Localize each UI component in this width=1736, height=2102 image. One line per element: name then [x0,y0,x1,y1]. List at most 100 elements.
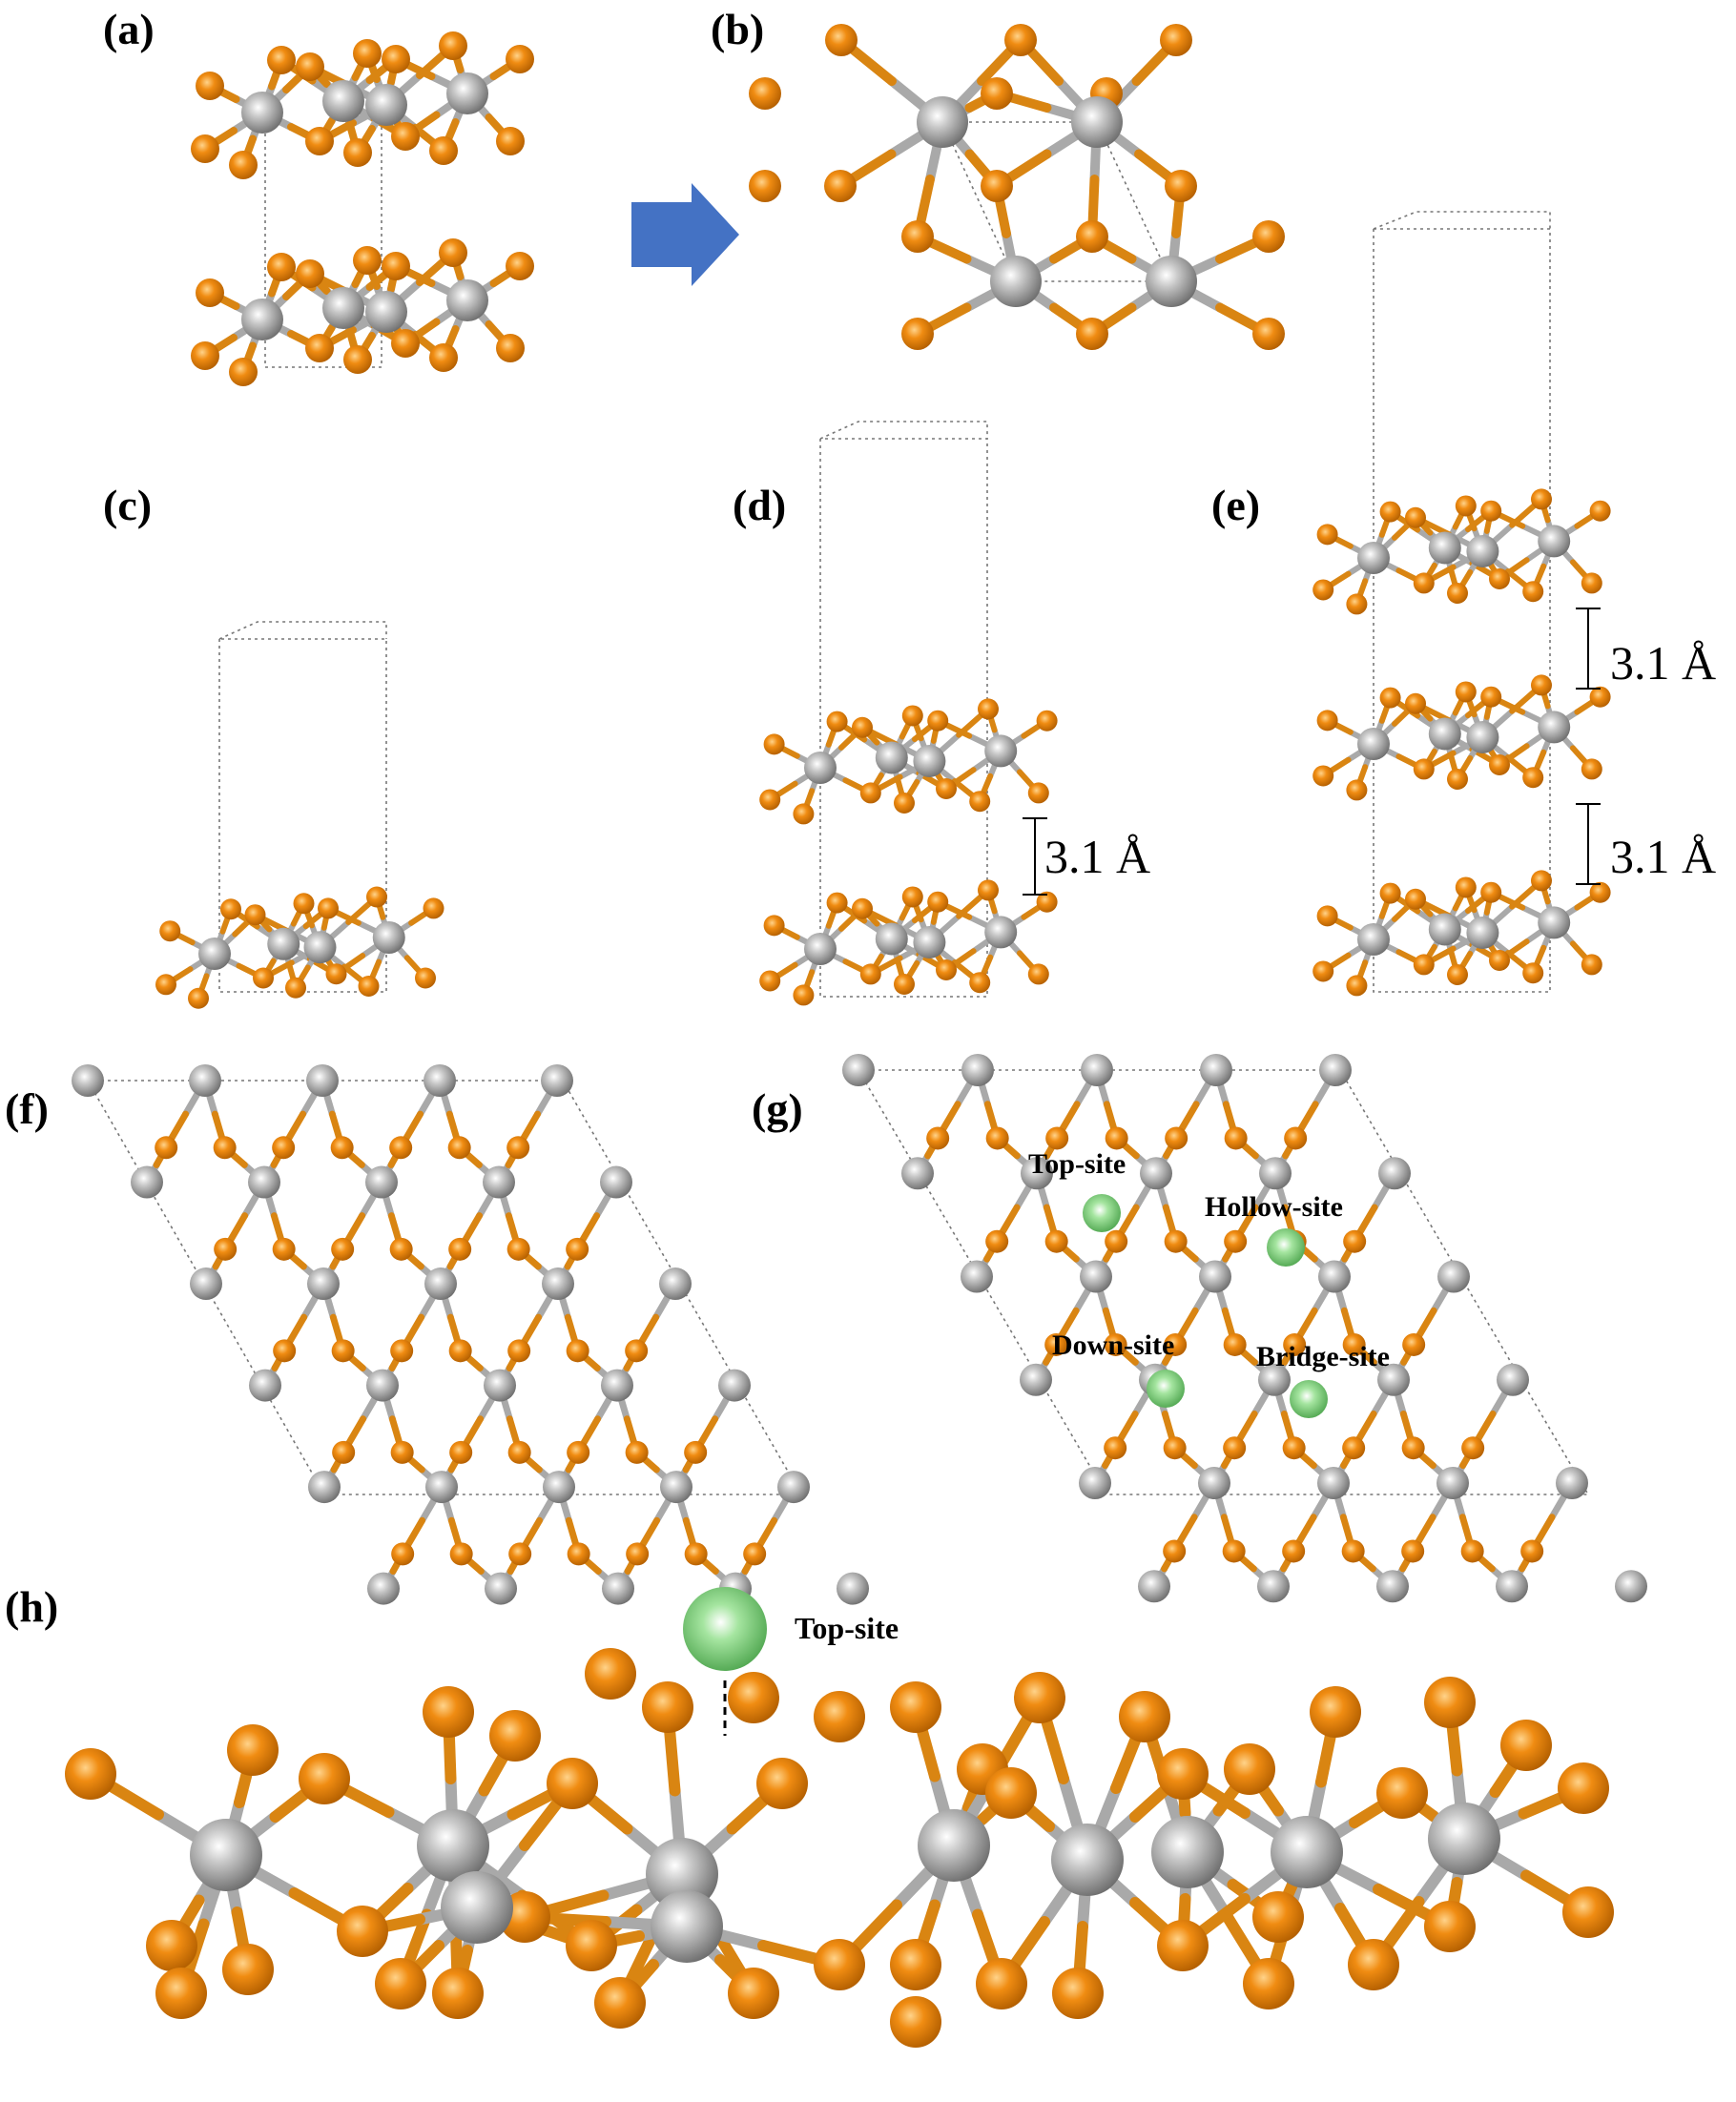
chalcogen-atom [684,1440,708,1464]
chalcogen-atom [1461,1436,1485,1460]
chalcogen-atom [1284,1126,1308,1150]
chalcogen-atom [1243,1958,1294,2009]
metal-atom [1497,1363,1529,1396]
chalcogen-atom [1044,1229,1068,1253]
chalcogen-atom [196,278,224,307]
chalcogen-atom [1104,1332,1127,1356]
chalcogen-atom [1581,954,1602,976]
metal-atom [1556,1467,1588,1500]
metal-atom [901,1157,934,1190]
chalcogen-atom [391,122,420,151]
chalcogen-atom [566,1920,617,1971]
chalcogen-atom [390,1339,414,1363]
chalcogen-atom [981,77,1013,110]
chalcogen-atom [1157,1920,1209,1971]
chalcogen-atom [1489,568,1510,589]
chalcogen-atom [1341,1539,1365,1563]
chalcogen-atom [625,1339,649,1363]
chalcogen-atom [1316,524,1338,546]
metal-atom [1436,1467,1469,1500]
panel-c-unit-cell [218,638,387,993]
metal-atom [1199,1260,1231,1293]
metal-atom [541,1064,573,1097]
metal-atom [417,1809,489,1882]
chalcogen-atom [1379,882,1401,904]
metal-atom [446,279,488,321]
metal-atom [1079,1467,1111,1500]
chalcogen-atom [1224,1126,1248,1150]
chalcogen-atom [825,24,858,56]
chalcogen-atom [1531,674,1552,696]
chalcogen-atom [826,892,848,914]
chalcogen-atom [1500,1720,1552,1771]
chalcogen-atom [423,1686,474,1738]
chalcogen-atom [901,705,923,727]
metal-atom [1200,1054,1232,1086]
panel-e-layer-3 [1312,870,1611,997]
metal-atom [1071,96,1123,148]
metal-atom [602,1572,634,1605]
chalcogen-atom [358,976,380,997]
chalcogen-atom [1405,692,1426,714]
chalcogen-atom [1346,593,1368,615]
chalcogen-atom [489,1710,541,1762]
metal-atom [425,1471,458,1504]
chalcogen-atom [749,77,781,110]
chalcogen-atom [1312,960,1334,982]
chalcogen-atom [331,1237,355,1261]
chalcogen-atom [191,134,219,163]
chalcogen-atom [756,1758,808,1809]
chalcogen-atom [1223,1436,1247,1460]
chalcogen-atom [1036,710,1058,732]
chalcogen-atom [191,341,219,370]
panel-e-layer-1 [1312,488,1611,615]
chalcogen-atom [1520,1539,1544,1563]
chalcogen-atom [1282,1539,1306,1563]
chalcogen-atom [506,252,534,280]
chalcogen-atom [213,1136,237,1160]
chalcogen-atom [626,1542,650,1566]
chalcogen-atom [936,778,957,799]
panel-e-unit-cell-back [1373,211,1551,230]
chalcogen-atom [1163,1436,1187,1460]
chalcogen-atom [1480,881,1502,903]
chalcogen-atom [1316,710,1338,732]
chalcogen-atom [894,973,915,995]
panel-h-side-view [65,1648,1614,2048]
panel-a-layer-bottom [191,238,534,386]
metal-atom [842,1054,875,1086]
chalcogen-atom [506,1136,530,1160]
adsorption-site-marker [1290,1380,1328,1418]
chalcogen-atom [1522,581,1544,603]
chalcogen-atom [429,136,458,165]
chalcogen-atom [566,1339,589,1363]
metal-atom [1466,720,1499,753]
site-label-hollow: Hollow-site [1205,1191,1343,1223]
chalcogen-atom [1531,488,1552,510]
metal-atom [804,752,837,784]
chalcogen-atom [1558,1762,1609,1814]
chalcogen-atom [1413,758,1435,780]
chalcogen-atom [1581,758,1602,780]
metal-atom [189,1064,221,1097]
chalcogen-atom [448,1237,472,1261]
metal-atom [913,744,946,777]
metal-atom [1466,534,1499,567]
chalcogen-atom [375,1958,426,2009]
metal-atom [875,922,908,956]
chalcogen-atom [432,1968,484,2019]
chalcogen-atom [901,220,934,253]
chalcogen-atom [1522,962,1544,984]
metal-atom [249,1369,281,1402]
chalcogen-atom [1489,950,1510,971]
metal-atom [372,921,405,954]
chalcogen-atom [1401,1539,1425,1563]
chalcogen-atom [296,259,324,288]
chalcogen-atom [1480,686,1502,708]
chalcogen-atom [927,891,949,913]
chalcogen-atom [389,1237,413,1261]
chalcogen-atom [1342,1332,1366,1356]
chalcogen-atom [1343,1229,1367,1253]
chalcogen-atom [1589,500,1611,522]
